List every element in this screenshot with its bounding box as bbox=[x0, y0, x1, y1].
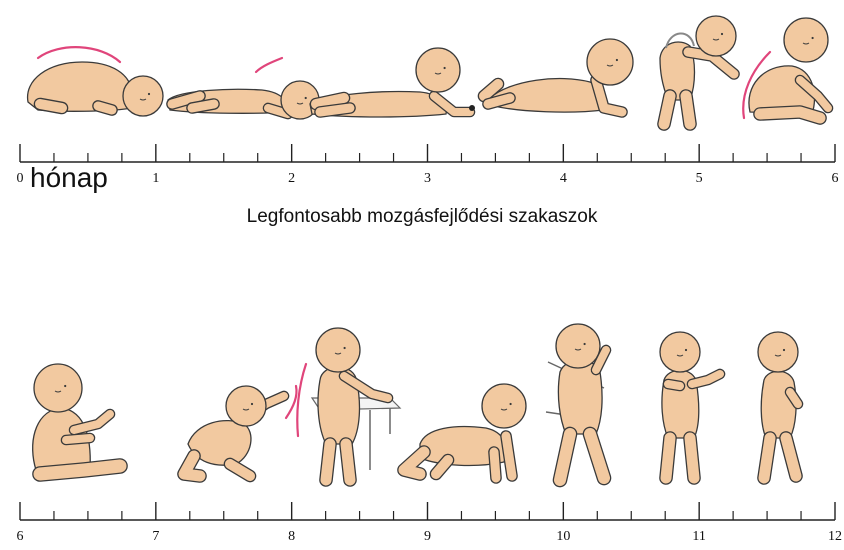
bottom-tick-label: 7 bbox=[152, 529, 159, 544]
prone-head-lift-baby bbox=[168, 58, 319, 119]
bottom-tick-label: 10 bbox=[556, 529, 570, 544]
bottom-timeline: 6 7 8 9 10 11 12 bbox=[17, 502, 843, 544]
crawling-baby bbox=[404, 384, 526, 478]
sitting-curved-back-baby bbox=[743, 18, 828, 118]
supported-stand-baby bbox=[660, 16, 736, 124]
top-tick-label: 6 bbox=[832, 171, 839, 186]
bottom-tick-label: 6 bbox=[17, 529, 24, 544]
bottom-tick-label: 11 bbox=[692, 529, 705, 544]
sitting-baby bbox=[33, 364, 120, 474]
top-timeline: 0 1 2 3 4 5 6 bbox=[17, 144, 839, 186]
forearm-prop-baby bbox=[310, 48, 475, 117]
unit-label: hónap bbox=[30, 162, 108, 194]
fetal-curl-baby bbox=[28, 47, 163, 116]
walking-with-support-baby bbox=[546, 324, 606, 480]
bottom-tick-label: 8 bbox=[288, 529, 295, 544]
bottom-tick-label: 9 bbox=[424, 529, 431, 544]
bottom-tick-label: 12 bbox=[828, 529, 842, 544]
top-tick-label: 3 bbox=[424, 171, 431, 186]
top-tick-label: 1 bbox=[152, 171, 159, 186]
standing-baby bbox=[660, 332, 720, 478]
caption: Legfontosabb mozgásfejlődési szakaszok bbox=[0, 206, 844, 228]
standing-at-table-baby bbox=[297, 328, 400, 480]
top-tick-label: 4 bbox=[560, 171, 567, 186]
top-tick-label: 5 bbox=[696, 171, 703, 186]
arm-prop-baby bbox=[484, 39, 633, 112]
top-tick-label: 0 bbox=[17, 171, 24, 186]
walking-baby bbox=[758, 332, 798, 478]
crawl-reach-baby bbox=[184, 386, 297, 476]
top-tick-label: 2 bbox=[288, 171, 295, 186]
